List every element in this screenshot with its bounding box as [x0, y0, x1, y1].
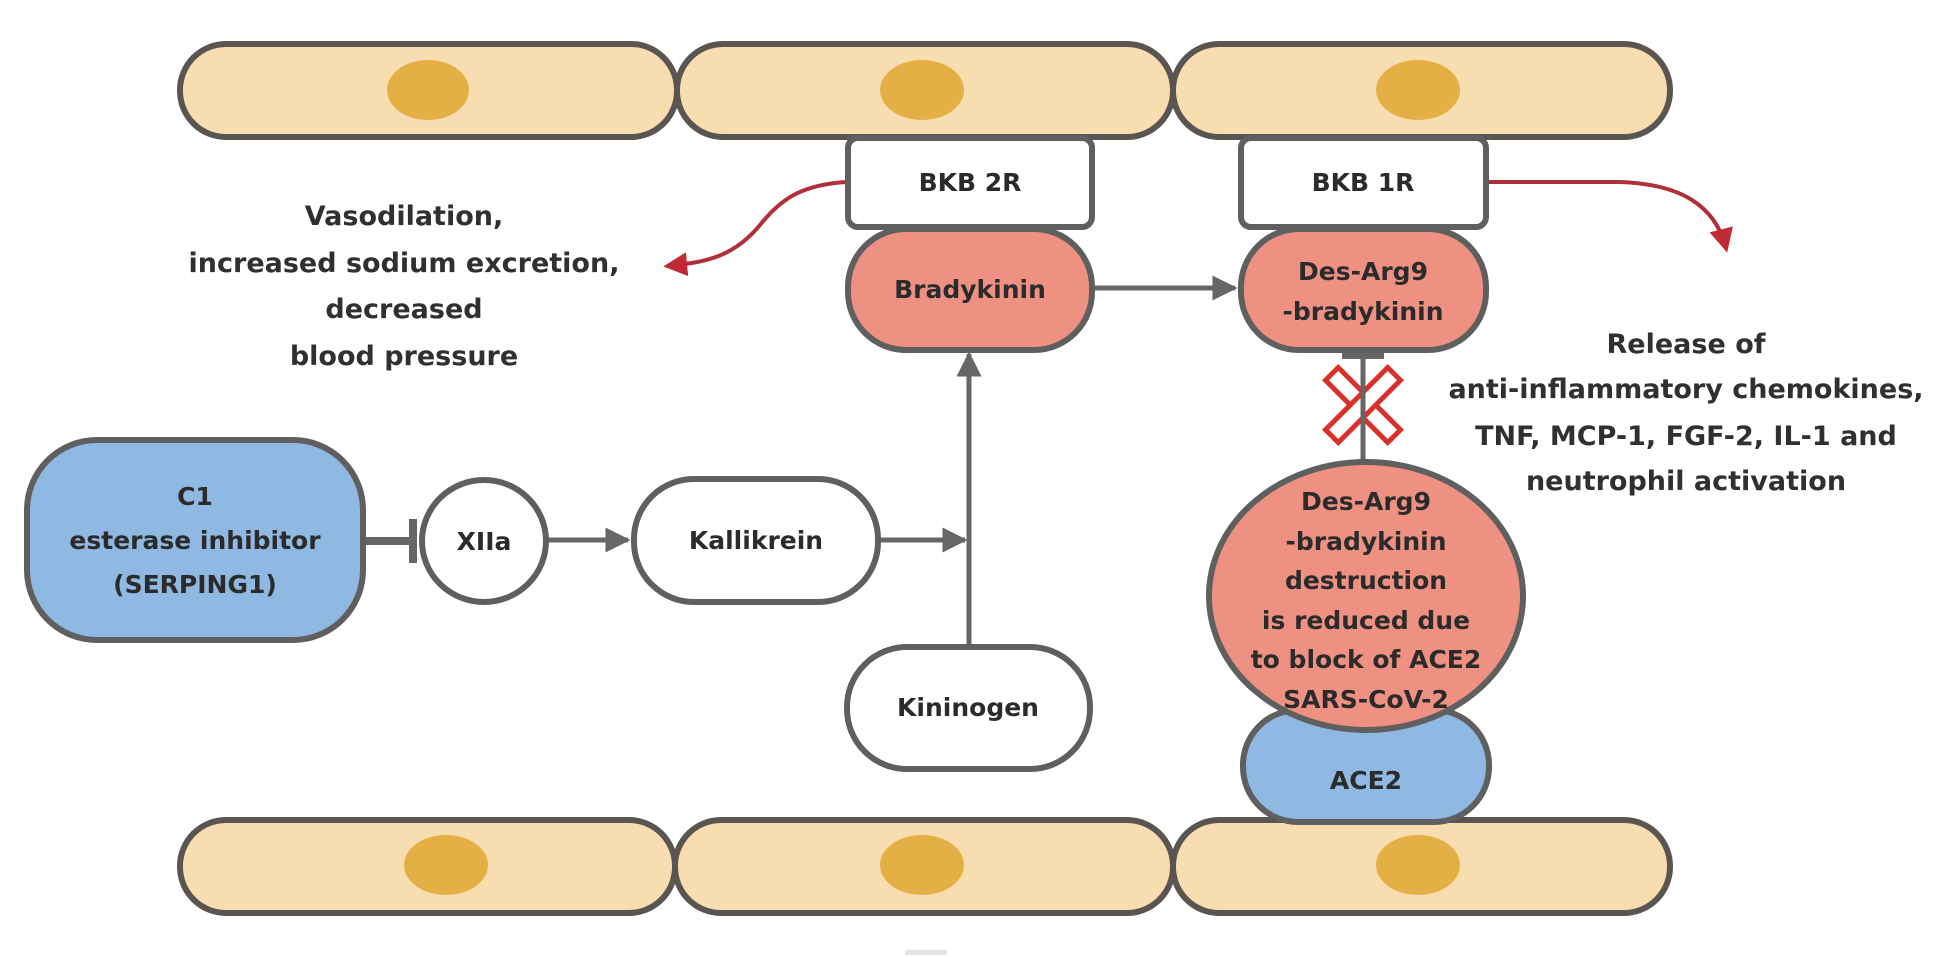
- bottom-cell-row: [177, 817, 1673, 916]
- node-label-line: Des-Arg9: [1301, 487, 1431, 516]
- cell-nucleus: [1376, 835, 1460, 895]
- node-label: XIIa: [457, 527, 512, 556]
- kallikrein-node[interactable]: Kallikrein: [631, 476, 881, 605]
- desarg9-destruction-node[interactable]: Des-Arg9 -bradykinin destruction is redu…: [1206, 459, 1526, 733]
- node-label-line: C1: [177, 482, 213, 511]
- node-shape: [1238, 226, 1489, 353]
- node-label: ACE2: [1330, 766, 1402, 795]
- annotation-line: increased sodium excretion,: [189, 248, 620, 279]
- cell-nucleus: [880, 835, 964, 895]
- cell-nucleus: [1376, 60, 1460, 120]
- node-label-line: (SERPING1): [113, 570, 277, 599]
- endothelial-cell: [674, 41, 1176, 140]
- cell-nucleus: [387, 60, 469, 120]
- node-label-line: esterase inhibitor: [69, 526, 321, 555]
- annotation-line: decreased: [325, 294, 482, 325]
- des-arg9-bradykinin-node[interactable]: Des-Arg9 -bradykinin: [1238, 226, 1489, 353]
- node-label: BKB 1R: [1312, 168, 1415, 197]
- chemokine-release-effect-text: Release of anti-inflammatory chemokines,…: [1448, 329, 1923, 497]
- bkb2r-effect-arrow: [663, 180, 847, 277]
- node-shape: [845, 226, 1095, 353]
- top-cell-row: [177, 41, 1673, 140]
- endothelial-cell: [1170, 41, 1673, 140]
- node-shape: [1206, 459, 1526, 733]
- annotation-line: blood pressure: [290, 341, 518, 372]
- ace2-node[interactable]: ACE2: [1240, 707, 1492, 825]
- node-label-line: -bradykinin: [1285, 527, 1446, 556]
- vasodilation-effect-text: Vasodilation, increased sodium excretion…: [189, 201, 620, 372]
- bkb1r-effect-arrow: [1487, 180, 1733, 253]
- node-label: Bradykinin: [894, 275, 1046, 304]
- node-label-line: to block of ACE2: [1251, 645, 1482, 674]
- annotation-line: TNF, MCP-1, FGF-2, IL-1 and: [1475, 421, 1897, 452]
- kininogen-node[interactable]: Kininogen: [844, 644, 1093, 772]
- node-label: Kallikrein: [689, 526, 823, 555]
- annotation-line: Vasodilation,: [305, 201, 504, 232]
- node-label-line: Des-Arg9: [1298, 257, 1428, 286]
- endothelial-cell: [672, 817, 1176, 916]
- endothelial-cell: [1170, 817, 1673, 916]
- node-label: BKB 2R: [919, 168, 1022, 197]
- node-shape: [631, 476, 881, 605]
- node-label-line: is reduced due: [1262, 606, 1470, 635]
- cell-nucleus: [880, 60, 964, 120]
- node-shape: [419, 477, 549, 605]
- node-label: Kininogen: [897, 693, 1039, 722]
- node-label-line: SARS-CoV-2: [1283, 685, 1449, 714]
- xiia-node[interactable]: XIIa: [419, 477, 549, 605]
- annotation-line: anti-inflammatory chemokines,: [1448, 374, 1923, 405]
- node-label-line: destruction: [1285, 566, 1447, 595]
- node-label-line: -bradykinin: [1282, 297, 1443, 326]
- cell-nucleus: [404, 835, 488, 895]
- desarg9-inhibition-bar: [1342, 350, 1384, 359]
- bkb2r-receptor-node[interactable]: BKB 2R: [845, 135, 1095, 230]
- inhibition-bar: [409, 519, 417, 563]
- annotation-line: neutrophil activation: [1526, 466, 1846, 497]
- bkb1r-receptor-node[interactable]: BKB 1R: [1238, 135, 1489, 230]
- endothelial-cell: [177, 817, 678, 916]
- bradykinin-node[interactable]: Bradykinin: [845, 226, 1095, 353]
- annotation-line: Release of: [1607, 329, 1766, 360]
- scan-artifact: [905, 950, 947, 955]
- c1-esterase-inhibitor-node[interactable]: C1 esterase inhibitor (SERPING1): [24, 437, 366, 643]
- node-shape: [844, 644, 1093, 772]
- endothelial-cell: [177, 41, 680, 140]
- node-shape: [24, 437, 366, 643]
